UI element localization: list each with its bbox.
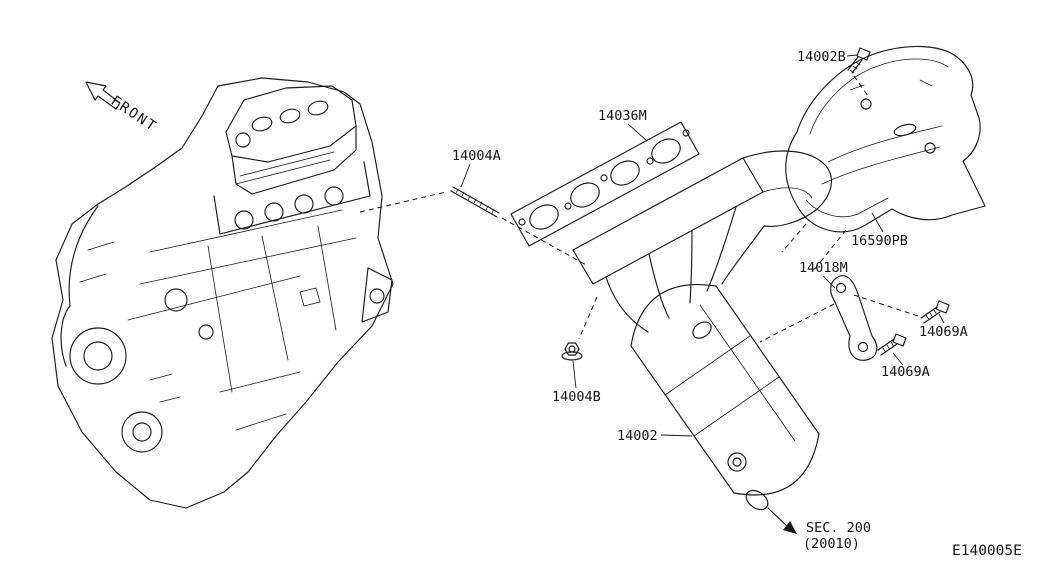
callout-leader-lines (460, 54, 945, 437)
heat-shield-drawing (785, 45, 986, 233)
exhaust-manifold-drawing (572, 150, 833, 511)
callout-14069A-lower[interactable]: 14069A (881, 364, 930, 380)
callout-14036M[interactable]: 14036M (598, 108, 647, 124)
engine-assembly-drawing (51, 77, 394, 509)
front-label: FRONT (108, 93, 160, 135)
shield-bolt-drawing (847, 47, 871, 74)
drawing-code: E140005E (952, 543, 1022, 559)
gasket-drawing (510, 121, 700, 247)
bracket-bolt-lower-drawing (877, 333, 907, 356)
callout-14002B[interactable]: 14002B (797, 49, 846, 65)
callout-14018M[interactable]: 14018M (799, 260, 848, 276)
section-arrow-icon (767, 507, 797, 534)
callout-14004A[interactable]: 14004A (452, 148, 501, 164)
bracket-bolt-upper-drawing (920, 300, 950, 324)
stud-drawing (450, 186, 500, 218)
callout-16590PB[interactable]: 16590PB (851, 233, 908, 249)
bracket-drawing (830, 275, 878, 361)
front-arrow-icon (85, 81, 121, 110)
callout-14004B[interactable]: 14004B (552, 389, 601, 405)
callout-14069A-upper[interactable]: 14069A (919, 324, 968, 340)
section-ref-line1[interactable]: SEC. 200 (806, 520, 871, 536)
alignment-dashed-lines (359, 75, 919, 343)
callout-14002[interactable]: 14002 (617, 428, 658, 444)
nut-drawing (561, 342, 583, 361)
section-ref-line2[interactable]: (20010) (803, 536, 860, 552)
